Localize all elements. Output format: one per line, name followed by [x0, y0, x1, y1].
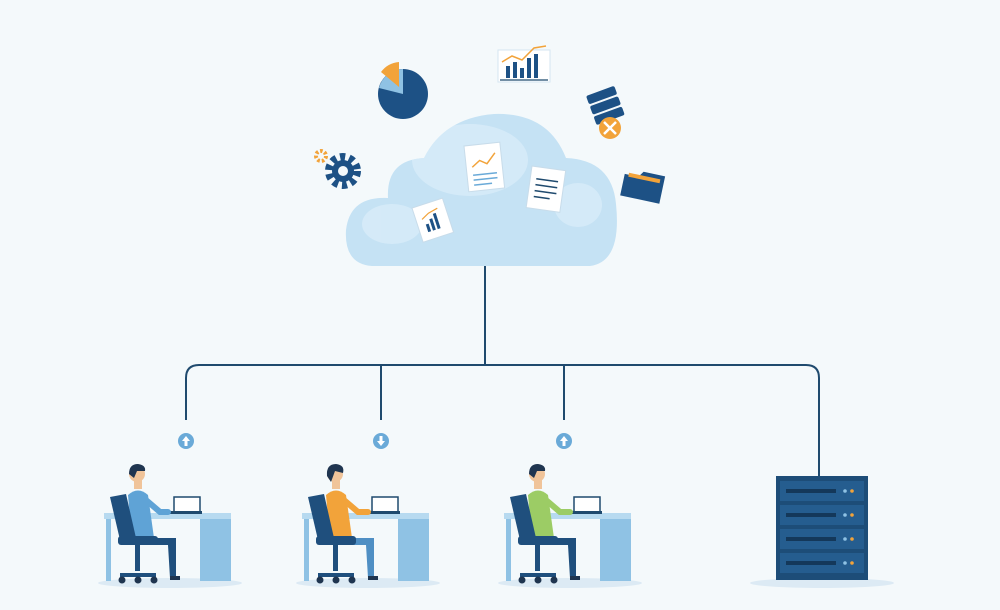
floor-shadow	[750, 578, 894, 588]
download-arrow-icon	[373, 433, 389, 449]
workstation	[98, 464, 242, 588]
laptop	[568, 496, 602, 514]
office-chair	[110, 494, 158, 584]
workstation	[296, 464, 440, 588]
document-icon	[463, 141, 506, 193]
laptop	[366, 496, 400, 514]
person	[326, 464, 378, 580]
network-lines	[185, 266, 820, 476]
gear-icon	[314, 149, 328, 163]
database-icon	[586, 86, 625, 125]
document-icon	[411, 197, 455, 243]
server-unit	[780, 505, 864, 525]
pie-chart-icon	[378, 62, 428, 119]
desk-leg	[506, 519, 511, 581]
desk-top	[302, 513, 429, 519]
desk-leg	[106, 519, 111, 581]
bar-chart-icon	[497, 45, 551, 83]
desk-panel	[398, 519, 429, 581]
laptop	[168, 496, 202, 514]
desk-top	[104, 513, 231, 519]
desk-panel	[600, 519, 631, 581]
desk-panel	[200, 519, 231, 581]
upload-arrow-icon	[178, 433, 194, 449]
server-rack	[750, 476, 894, 588]
office-chair	[308, 494, 356, 584]
upload-arrow-icon	[556, 433, 572, 449]
gear-icon	[325, 153, 361, 189]
server-unit	[780, 529, 864, 549]
person	[128, 464, 180, 580]
server-unit	[780, 553, 864, 573]
folder-icon	[620, 171, 666, 204]
server-unit	[780, 481, 864, 501]
workstation	[498, 464, 642, 588]
cloud	[345, 113, 617, 267]
desk-top	[504, 513, 631, 519]
office-chair	[510, 494, 558, 584]
wrench-icon	[599, 117, 621, 139]
document-icon	[525, 165, 567, 213]
desk-leg	[304, 519, 309, 581]
person	[528, 464, 580, 580]
